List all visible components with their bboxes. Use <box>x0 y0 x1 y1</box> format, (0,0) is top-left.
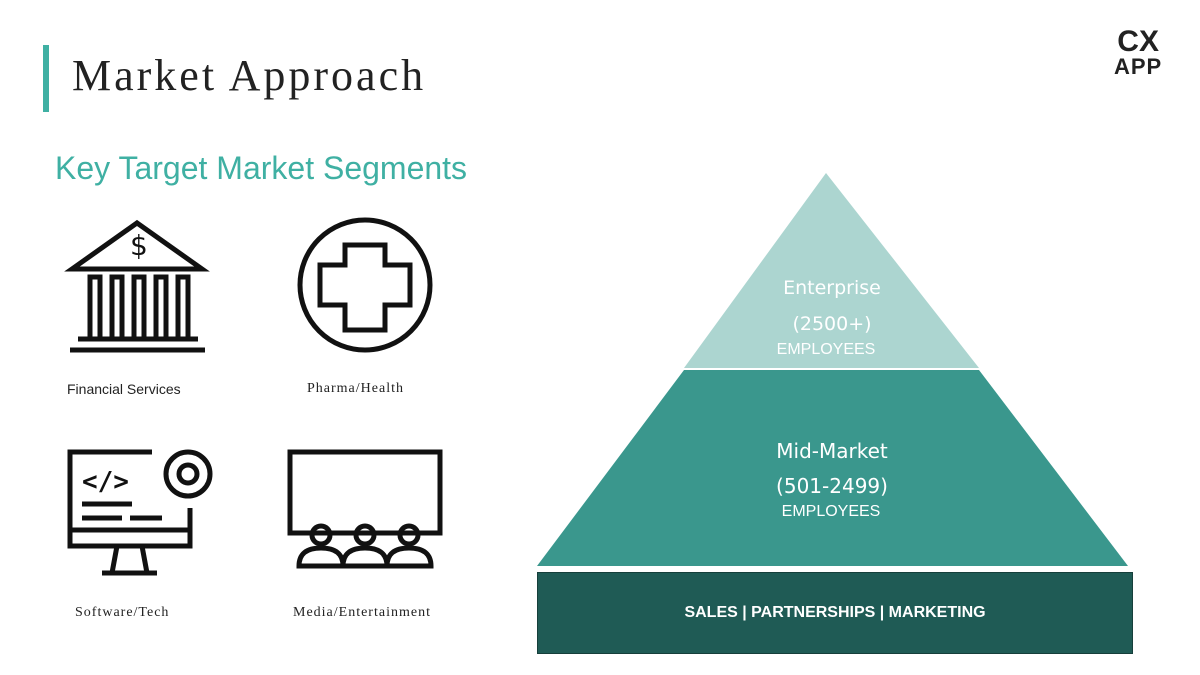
enterprise-range: (2500+) <box>792 313 872 335</box>
svg-text:$: $ <box>130 229 148 262</box>
mid-market-name: Mid-Market <box>776 439 888 463</box>
enterprise-unit: EMPLOYEES <box>776 341 876 358</box>
mid-market-range: (501-2499) <box>776 474 888 498</box>
audience-screen-icon <box>287 449 443 569</box>
logo-line2: APP <box>1114 53 1163 79</box>
segment-label-media: Media/Entertainment <box>293 605 431 620</box>
svg-text:</>: </> <box>82 467 129 497</box>
segment-label-pharma: Pharma/Health <box>307 381 404 396</box>
medical-cross-icon <box>297 217 433 353</box>
segment-label-software: Software/Tech <box>75 605 170 620</box>
pyramid-tier-enterprise <box>684 173 979 368</box>
bank-icon: $ <box>64 219 210 353</box>
mid-market-unit: EMPLOYEES <box>781 503 881 520</box>
title-accent-bar <box>43 45 49 112</box>
enterprise-name: Enterprise <box>783 277 881 299</box>
page-title: Market Approach <box>72 51 427 100</box>
pyramid-base: SALES | PARTNERSHIPS | MARKETING <box>537 572 1133 654</box>
logo-line1: CX <box>1117 25 1159 58</box>
segment-label-financial: Financial Services <box>67 381 181 397</box>
computer-code-gear-icon: </> <box>67 449 213 576</box>
pyramid-tier-mid-market <box>537 370 1128 566</box>
section-subtitle: Key Target Market Segments <box>55 150 468 186</box>
